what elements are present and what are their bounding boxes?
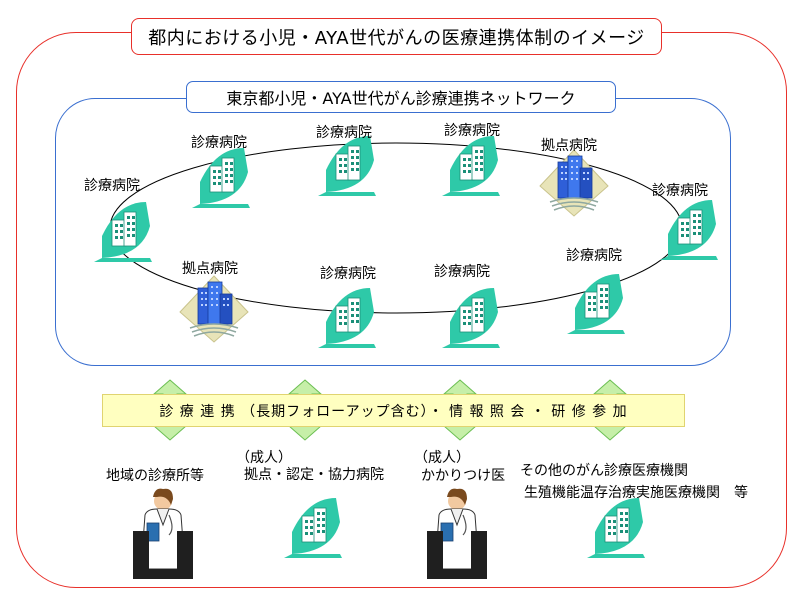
hospital-label: 診療病院	[84, 178, 140, 194]
doctor-icon	[426, 488, 488, 580]
cooperation-bar: 診 療 連 携 （長期フォローアップ含む）・ 情 報 照 会 ・ 研 修 参 加	[102, 394, 685, 427]
clinic-icon	[191, 147, 251, 209]
adult-note: （成人）	[414, 450, 470, 466]
doctor-icon	[132, 488, 194, 580]
hub-hospital-label: 拠点病院	[541, 138, 597, 154]
clinic-icon	[659, 199, 719, 261]
clinic-icon	[93, 201, 153, 263]
hospital-label: 診療病院	[566, 248, 622, 264]
fertility-institutions-label: 生殖機能温存治療実施医療機関 等	[524, 485, 748, 501]
local-clinic-label: 地域の診療所等	[106, 468, 204, 484]
clinic-icon	[283, 497, 343, 559]
network-title: 東京都小児・AYA世代がん診療連携ネットワーク	[186, 81, 616, 113]
hub-hospital-icon	[539, 149, 609, 217]
page-title: 都内における小児・AYA世代がんの医療連携体制のイメージ	[131, 18, 662, 55]
family-doctor-label: かかりつけ医	[421, 468, 506, 484]
hub-hospital-label: 拠点病院	[182, 261, 238, 277]
clinic-icon	[566, 273, 626, 335]
adult-hospitals-label: 拠点・認定・協力病院	[244, 467, 384, 483]
hospital-label: 診療病院	[191, 135, 247, 151]
clinic-icon	[317, 135, 377, 197]
clinic-icon	[317, 287, 377, 349]
hospital-label: 診療病院	[316, 125, 372, 141]
clinic-icon	[441, 287, 501, 349]
hospital-label: 診療病院	[444, 123, 500, 139]
hub-hospital-icon	[179, 275, 249, 343]
hospital-label: 診療病院	[652, 183, 708, 199]
clinic-icon	[586, 497, 646, 559]
adult-note: （成人）	[236, 450, 292, 466]
hospital-label: 診療病院	[320, 266, 376, 282]
hospital-label: 診療病院	[434, 264, 490, 280]
other-institutions-label: その他のがん診療医療機関	[520, 463, 688, 479]
